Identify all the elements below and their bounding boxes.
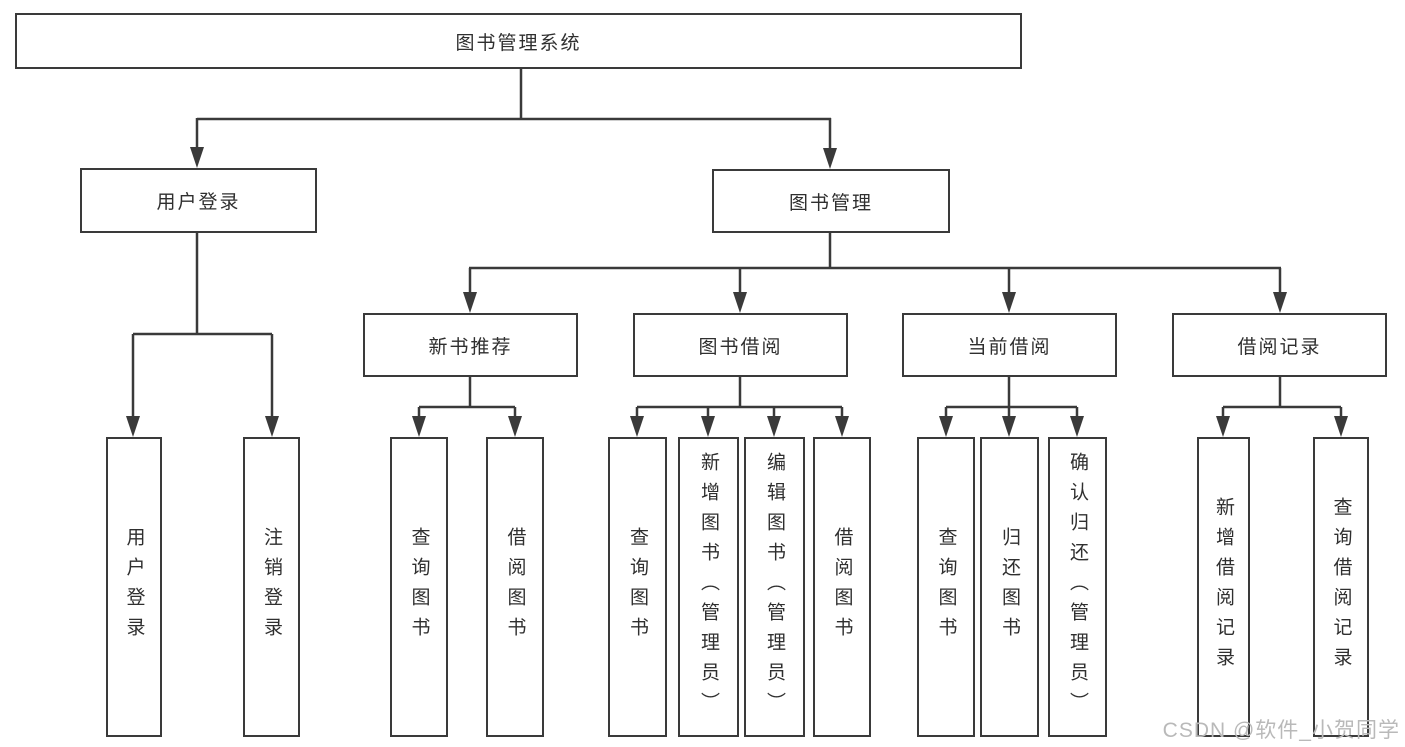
leaf-borrow-books-2: 借阅图书	[813, 437, 871, 737]
node-user-login: 用户登录	[80, 168, 317, 233]
leaf-edit-books-admin: 编辑图书（管理员）	[744, 437, 805, 737]
leaf-logout: 注销登录	[243, 437, 300, 737]
leaf-confirm-return-admin: 确认归还（管理员）	[1048, 437, 1107, 737]
leaf-return-books: 归还图书	[980, 437, 1039, 737]
node-book-management: 图书管理	[712, 169, 950, 233]
root-node-library-system: 图书管理系统	[15, 13, 1022, 69]
leaf-query-borrow-record: 查询借阅记录	[1313, 437, 1369, 737]
node-book-borrow: 图书借阅	[633, 313, 848, 377]
node-new-book-recommend: 新书推荐	[363, 313, 578, 377]
leaf-user-login: 用户登录	[106, 437, 162, 737]
leaf-query-books-1: 查询图书	[390, 437, 448, 737]
leaf-query-books-3: 查询图书	[917, 437, 975, 737]
leaf-query-books-2: 查询图书	[608, 437, 667, 737]
leaf-borrow-books-1: 借阅图书	[486, 437, 544, 737]
leaf-add-books-admin: 新增图书（管理员）	[678, 437, 739, 737]
leaf-add-borrow-record: 新增借阅记录	[1197, 437, 1250, 737]
node-borrow-records: 借阅记录	[1172, 313, 1387, 377]
node-current-borrow: 当前借阅	[902, 313, 1117, 377]
csdn-watermark: CSDN @软件_小贺同学	[1162, 719, 1400, 742]
